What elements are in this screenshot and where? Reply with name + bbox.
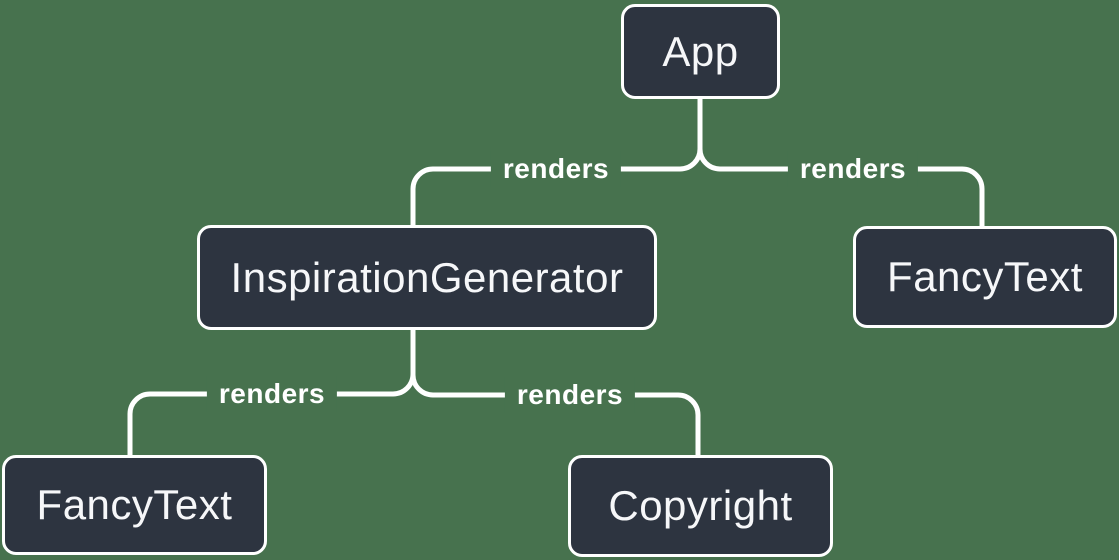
node-copyright: Copyright [568, 455, 833, 557]
node-app: App [621, 4, 780, 99]
node-fancy-text-top: FancyText [853, 226, 1117, 328]
node-inspiration-generator: InspirationGenerator [197, 225, 657, 330]
edge-label-renders: renders [490, 151, 622, 187]
edge-label-renders: renders [206, 376, 338, 412]
edge-label-renders: renders [787, 151, 919, 187]
node-fancy-text-bottom: FancyText [2, 455, 267, 555]
edge-label-renders: renders [504, 377, 636, 413]
